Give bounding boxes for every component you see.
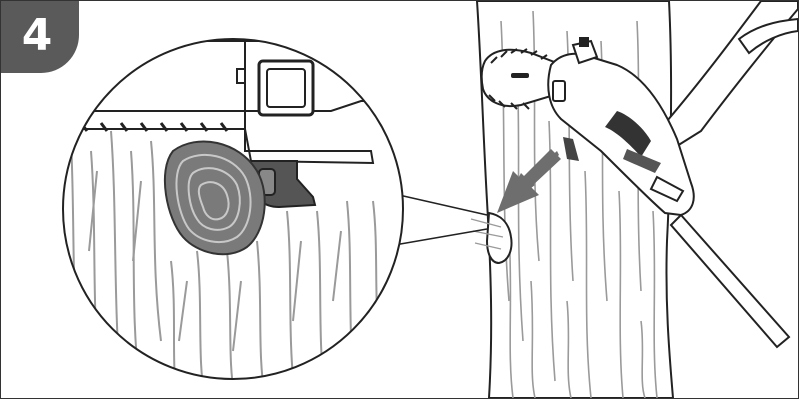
tree-branch-icon	[665, 1, 798, 153]
pole-saw-icon	[480, 37, 791, 349]
step-number: 4	[21, 9, 53, 61]
step-number-badge: 4	[1, 1, 79, 73]
cut-branch-stump-icon	[164, 140, 266, 256]
direction-arrow-icon	[497, 149, 561, 213]
cut-branch-stump-icon	[470, 211, 513, 265]
